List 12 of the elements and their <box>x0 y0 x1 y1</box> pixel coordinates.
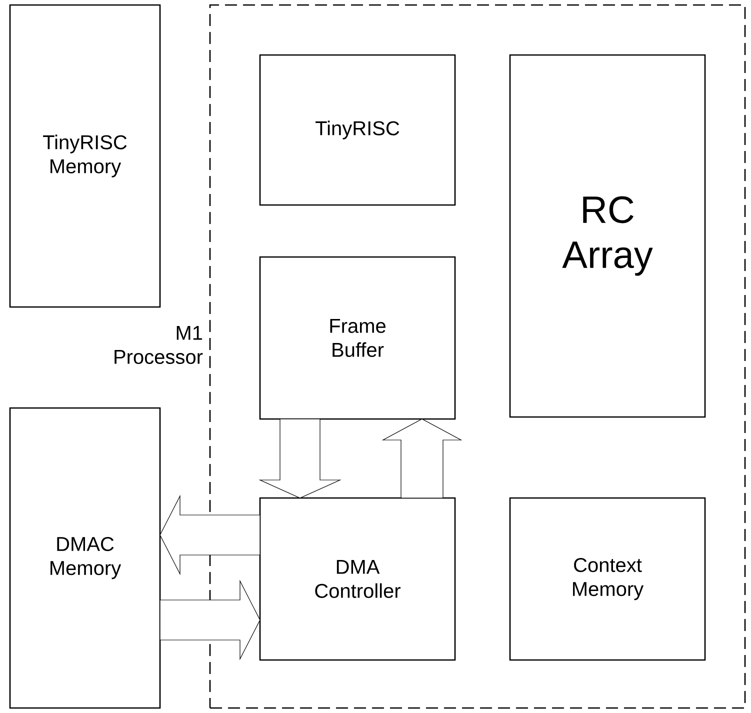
block-box: DMA Controller <box>259 497 456 661</box>
block-box: DMAC Memory <box>9 407 161 709</box>
block-arrow <box>258 418 342 498</box>
block-box: RC Array <box>509 54 706 418</box>
boundary-label: M1 Processor <box>114 326 203 364</box>
block-arrow <box>382 418 462 498</box>
block-box: TinyRISC Memory <box>9 4 161 308</box>
block-box: TinyRISC <box>259 54 456 206</box>
block-arrow <box>160 580 260 660</box>
block-box: Frame Buffer <box>259 256 456 420</box>
block-box: Context Memory <box>509 497 706 661</box>
block-arrow <box>160 494 260 576</box>
